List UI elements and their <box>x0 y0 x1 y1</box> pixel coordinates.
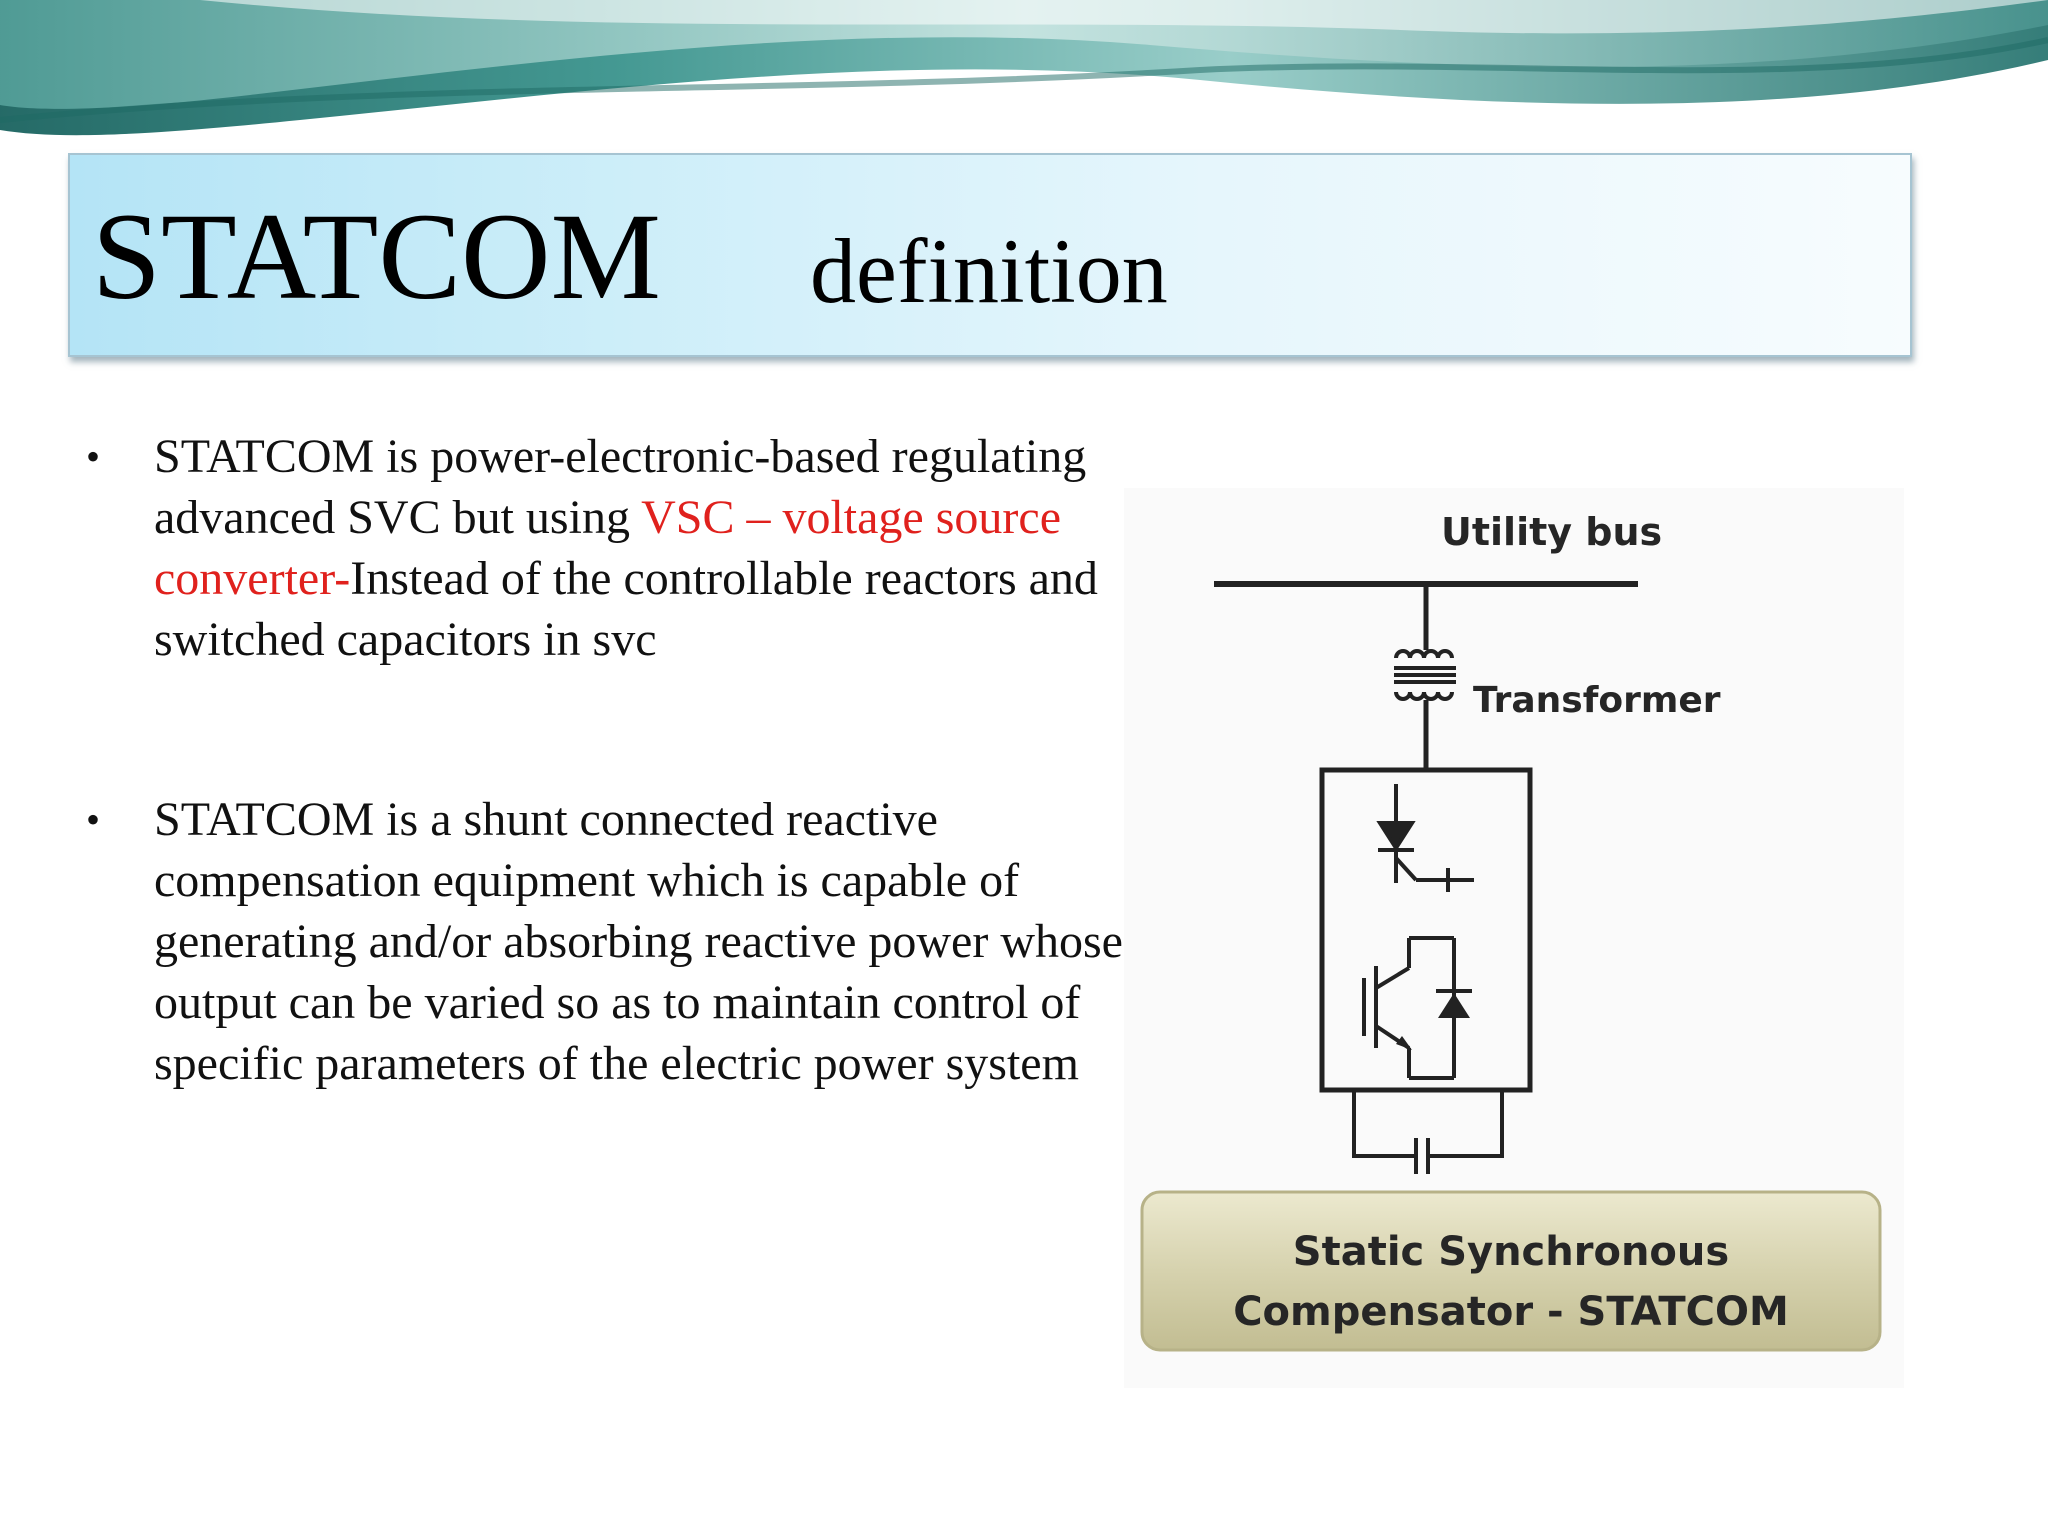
bullet-text-after: Instead of the controllable reactors and… <box>154 552 1098 666</box>
wave-banner-decoration <box>0 0 2048 136</box>
thyristor-icon <box>1376 784 1474 892</box>
bullet-text-before: STATCOM is power-electronic-based regula… <box>154 430 1087 544</box>
transformer-label: Transformer <box>1473 680 1721 721</box>
slide-title: STATCOM <box>92 188 661 325</box>
bullet-highlight: VSC – voltage source converter- <box>154 491 1062 605</box>
slide-subtitle: definition <box>810 220 1168 322</box>
caption-line-2: Compensator - STATCOM <box>1233 1289 1789 1335</box>
bullet-text: STATCOM is a shunt connected reactive co… <box>154 793 1123 1090</box>
igbt-icon <box>1362 936 1472 1080</box>
caption-plate <box>1140 1190 1882 1352</box>
bullet-item-1: • STATCOM is power-electronic-based regu… <box>86 426 1126 670</box>
converter-box <box>1319 767 1533 1093</box>
dc-capacitor-icon <box>1352 1090 1504 1174</box>
statcom-diagram: Utility bus Transformer <box>1124 488 1904 1388</box>
caption-line-1: Static Synchronous <box>1293 1229 1729 1275</box>
utility-bus-label: Utility bus <box>1441 510 1662 554</box>
bullet-text: STATCOM is power-electronic-based regula… <box>154 426 1126 670</box>
transformer-icon <box>1394 649 1456 701</box>
bullet-item-2: • STATCOM is a shunt connected reactive … <box>86 789 1126 1094</box>
bullet-marker: • <box>86 434 101 479</box>
title-box: STATCOM definition <box>68 153 1912 357</box>
bullet-marker: • <box>86 797 101 842</box>
